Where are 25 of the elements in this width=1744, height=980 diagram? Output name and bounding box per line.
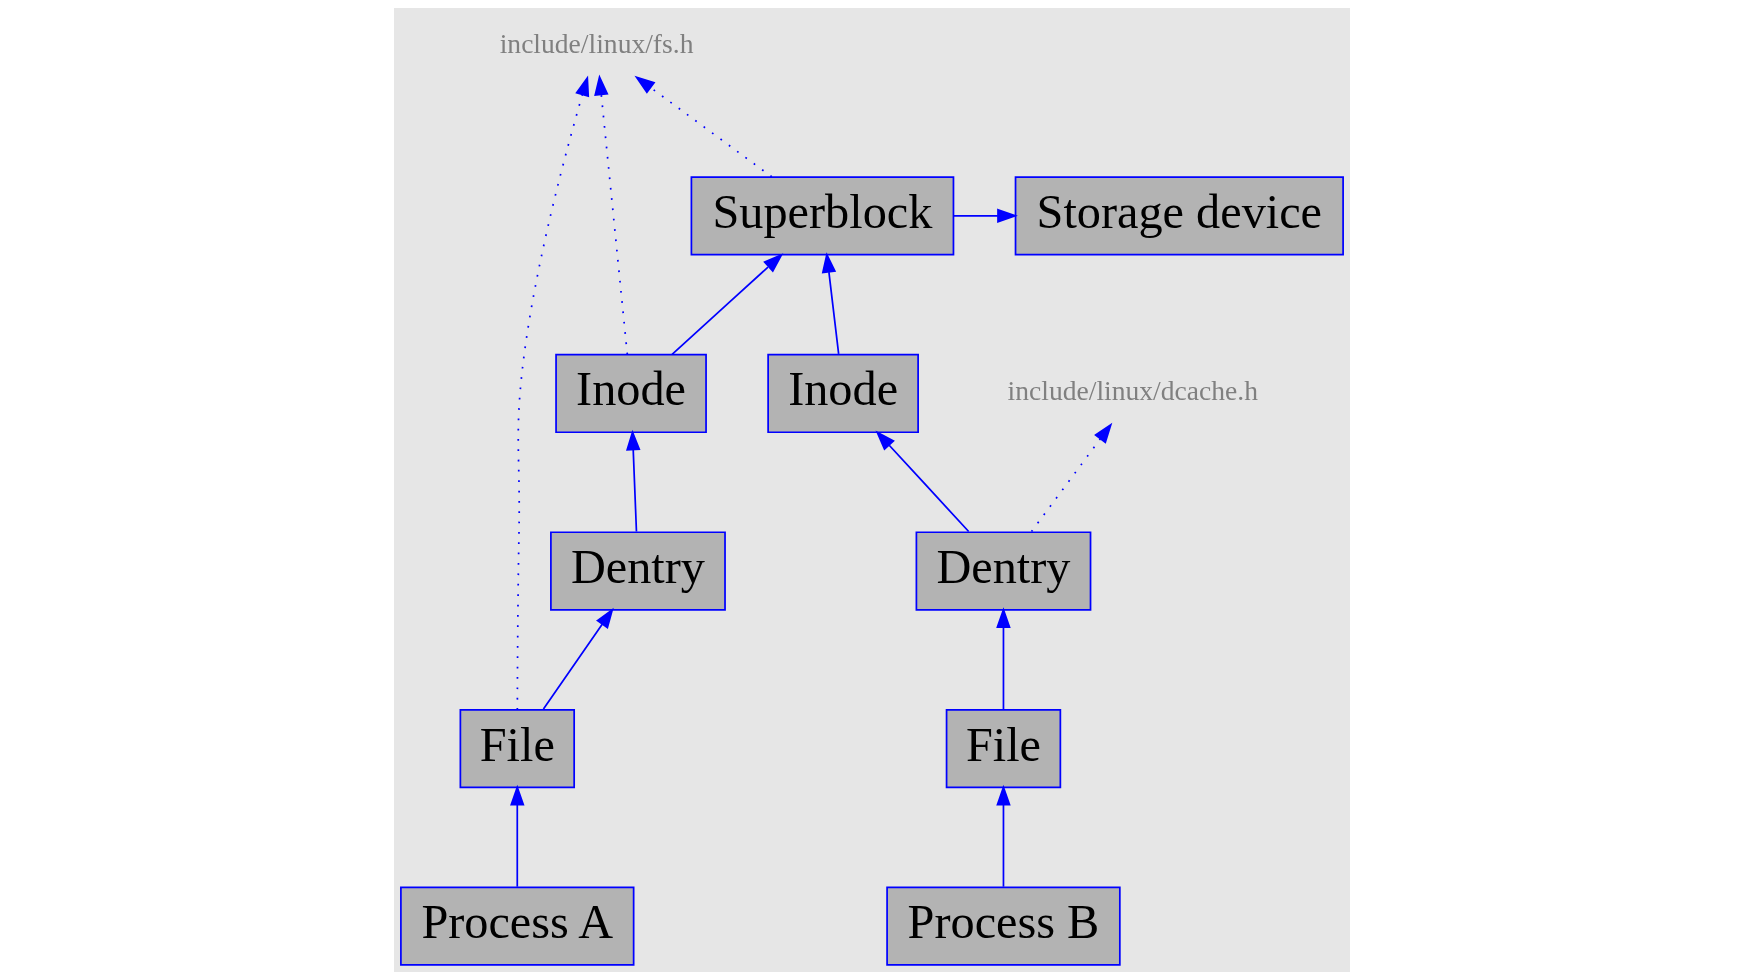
node-text: include/linux/fs.h — [499, 27, 694, 59]
arrow — [542, 607, 614, 710]
arrow — [626, 429, 641, 533]
node-box: Dentry — [550, 531, 726, 611]
arrow — [594, 74, 629, 356]
arrow — [996, 784, 1011, 888]
arrow — [875, 430, 970, 533]
node-box: Process B — [886, 886, 1121, 966]
arrow — [516, 75, 590, 711]
arrow — [510, 784, 525, 888]
node-box: Process A — [400, 886, 635, 966]
arrow — [821, 252, 840, 355]
arrow — [671, 253, 784, 356]
arrow — [952, 208, 1018, 224]
node-box: File — [945, 708, 1062, 789]
node-box: Storage device — [1014, 176, 1344, 256]
node-box: Dentry — [915, 531, 1092, 611]
arrow — [996, 607, 1011, 710]
arrow — [634, 75, 773, 178]
node-box: Superblock — [690, 176, 955, 256]
node-text: include/linux/dcache.h — [1007, 375, 1258, 406]
node-box: File — [459, 708, 576, 789]
arrow — [1030, 422, 1113, 533]
node-box: Inode — [767, 353, 919, 434]
node-box: Inode — [555, 353, 707, 434]
